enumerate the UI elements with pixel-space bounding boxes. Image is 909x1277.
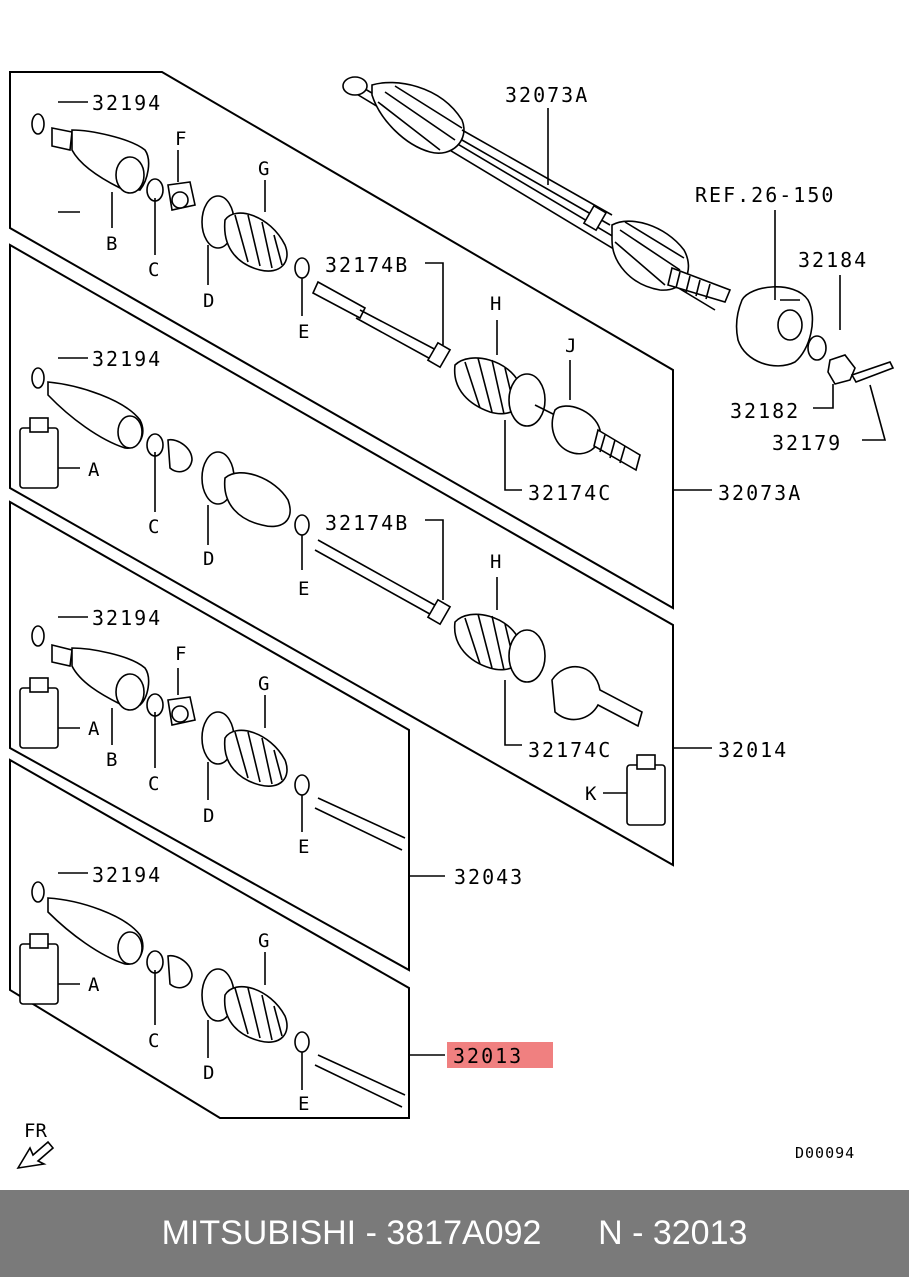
label-32014: 32014: [718, 738, 788, 762]
part-number: 3817A092: [386, 1214, 542, 1252]
letter-D-2: D: [203, 548, 214, 570]
letter-H-1: H: [490, 293, 501, 315]
drive-shaft-32073A: [342, 76, 732, 311]
label-32179: 32179: [772, 431, 842, 455]
label-32013: 32013: [453, 1044, 523, 1068]
letter-E-4: E: [298, 1093, 309, 1115]
letter-C-1: C: [148, 259, 159, 281]
leaders-section-3: [58, 616, 445, 877]
letter-D-3: D: [203, 805, 214, 827]
diagram-code: D00094: [795, 1144, 855, 1162]
label-32073A-panel: 32073A: [718, 481, 802, 505]
front-arrow-icon: [16, 1140, 55, 1170]
hub-ref-26-150: [735, 286, 814, 367]
letter-G-1: G: [258, 158, 269, 180]
reference-number: N - 32013: [598, 1214, 748, 1252]
inner-joint-assembly-1: [31, 113, 452, 369]
footer-separator: -: [356, 1214, 387, 1252]
letter-A-3: A: [88, 974, 100, 996]
letter-J: J: [565, 335, 576, 357]
label-32194-4: 32194: [92, 863, 162, 887]
battery-pack-K: [626, 754, 666, 826]
footer-gap: [541, 1214, 598, 1253]
front-label: FR: [24, 1120, 47, 1142]
letter-H-2: H: [490, 551, 501, 573]
outer-joint-assembly-2: [453, 613, 643, 728]
inner-joint-assembly-3: [31, 625, 406, 851]
exploded-diagram: 32194 32073A REF.26-150 32184 32174B 321…: [9, 71, 895, 1170]
inner-joint-assembly-2: [31, 367, 452, 626]
panel-32013: [9, 758, 410, 1119]
label-ref-26-150: REF.26-150: [695, 183, 835, 207]
label-32182: 32182: [730, 399, 800, 423]
footer-bar: MITSUBISHI - 3817A092 N - 32013: [0, 1190, 909, 1277]
panel-32014-upper: [9, 243, 674, 867]
label-32174B-1: 32174B: [325, 253, 409, 277]
letter-E-2: E: [298, 578, 309, 600]
washer-32184: [807, 335, 827, 361]
letter-G-2: G: [258, 673, 269, 695]
panel-32043: [9, 500, 410, 972]
letter-C-3: C: [148, 773, 159, 795]
letter-B-1: B: [106, 233, 117, 255]
label-32174C-2: 32174C: [528, 738, 612, 762]
battery-pack-A-3: [19, 933, 59, 1005]
letter-C-4: C: [148, 1030, 159, 1052]
label-32194-3: 32194: [92, 606, 162, 630]
letter-A-1: A: [88, 459, 100, 481]
pin-32179: [850, 361, 895, 383]
battery-pack-A-1: [19, 417, 59, 489]
label-32194-1: 32194: [92, 91, 162, 115]
letter-E-1: E: [298, 321, 309, 343]
letter-E-3: E: [298, 836, 309, 858]
label-32174B-2: 32174B: [325, 511, 409, 535]
label-32194-2: 32194: [92, 347, 162, 371]
letter-G-3: G: [258, 930, 269, 952]
label-32174C-1: 32174C: [528, 481, 612, 505]
letter-K: K: [585, 783, 597, 805]
letter-B-2: B: [106, 749, 117, 771]
letter-A-2: A: [88, 718, 100, 740]
leaders-section-4: [58, 872, 445, 1090]
outer-joint-assembly-1: [453, 357, 641, 472]
leaders-section-1: [58, 150, 303, 316]
part-highlight: [447, 1042, 553, 1068]
label-32073A-top: 32073A: [505, 83, 589, 107]
leaders-top: [58, 101, 887, 491]
letter-D-4: D: [203, 1062, 214, 1084]
nut-32182: [827, 354, 856, 385]
leaders-section-2: [58, 357, 712, 794]
letter-D-1: D: [203, 290, 214, 312]
letter-F-2: F: [175, 643, 186, 665]
label-32043: 32043: [454, 865, 524, 889]
panel-32073A: [9, 71, 674, 610]
letter-F-1: F: [175, 128, 186, 150]
letter-C-2: C: [148, 516, 159, 538]
brand-name: MITSUBISHI: [161, 1214, 357, 1252]
battery-pack-A-2: [19, 677, 59, 749]
label-32184: 32184: [798, 248, 868, 272]
